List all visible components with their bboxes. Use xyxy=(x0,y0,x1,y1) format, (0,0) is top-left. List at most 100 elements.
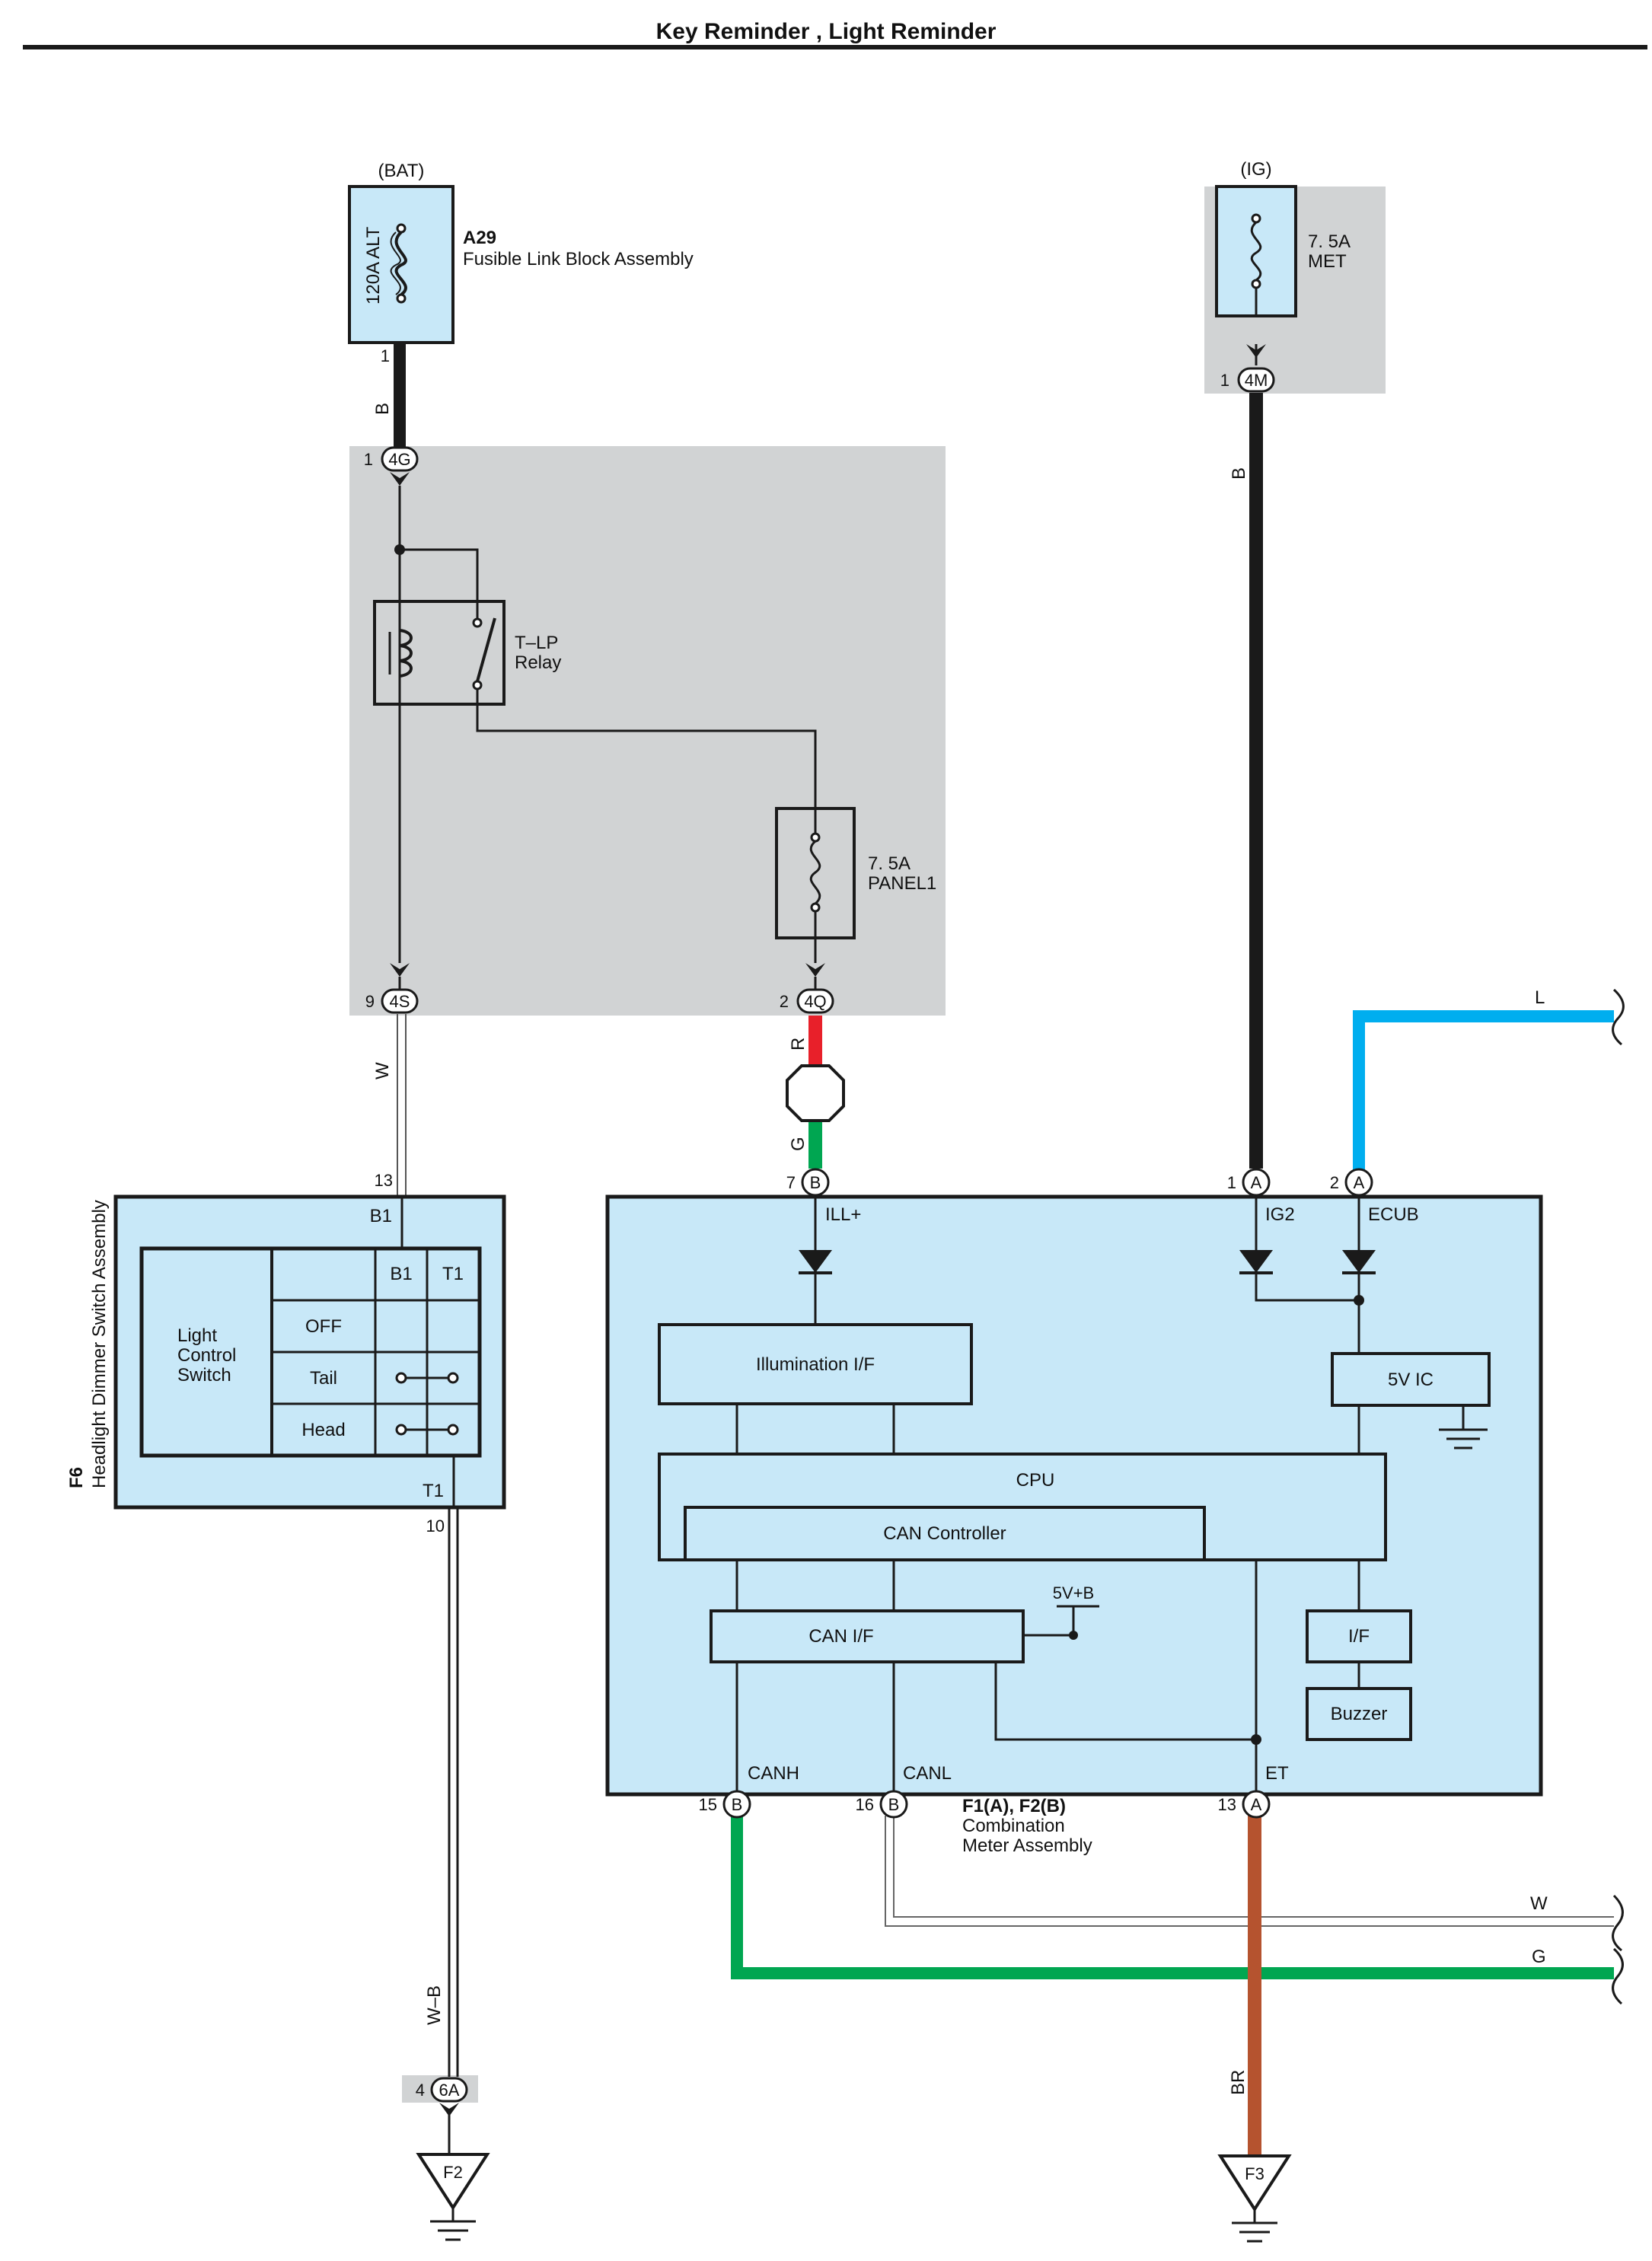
ig-source-label: (IG) xyxy=(1240,159,1271,180)
pin-4s: 9 xyxy=(365,992,375,1011)
wire-relay-switch xyxy=(400,548,479,623)
connector-4g-arrow xyxy=(390,472,410,486)
switch-name-line1: Light xyxy=(177,1325,217,1346)
terminal-ecub: ECUB xyxy=(1368,1204,1419,1225)
diode-ill xyxy=(799,1250,832,1274)
connector-4g-label: 4G xyxy=(388,450,410,469)
wire-label-g-canh: G xyxy=(1532,1947,1546,1967)
pin-b15: 15 xyxy=(699,1795,717,1814)
ic-5v-label: 5V IC xyxy=(1388,1370,1434,1390)
wire-w-canl-b xyxy=(893,1816,1614,1918)
met-fuse-rating: 7. 5A xyxy=(1308,231,1351,252)
connector-4q xyxy=(796,988,834,1014)
wire-break-w xyxy=(1612,1894,1624,1952)
meter-name-line2: Meter Assembly xyxy=(962,1835,1092,1856)
pin-a13: 13 xyxy=(1218,1795,1236,1814)
switch-col-b1: B1 xyxy=(390,1264,412,1284)
ground-symbol-ic xyxy=(1439,1405,1488,1449)
wire-w-canl-a xyxy=(885,1816,1614,1927)
dimmer-term-b1: B1 xyxy=(370,1206,392,1226)
connector-4s-arrow xyxy=(390,963,410,977)
ic-5v-block xyxy=(1331,1352,1491,1407)
wire-label-w-canl: W xyxy=(1530,1893,1548,1914)
meter-wire-merge xyxy=(1255,1279,1359,1302)
relay-name-line1: T–LP xyxy=(515,633,558,653)
switch-pos-off: OFF xyxy=(305,1316,342,1337)
connector-b15-letter: B xyxy=(732,1795,743,1814)
wire-g-canh xyxy=(731,1816,1614,1979)
diode-ecub xyxy=(1342,1250,1376,1274)
connector-a13 xyxy=(1242,1790,1271,1819)
relay-name-line2: Relay xyxy=(515,652,561,673)
met-fuse-name: MET xyxy=(1308,251,1347,272)
connector-4q-label: 4Q xyxy=(804,992,826,1011)
connector-6a-arrow xyxy=(439,2103,459,2116)
connector-b16 xyxy=(879,1790,908,1819)
junction-dot xyxy=(1069,1631,1078,1640)
pin-4q: 2 xyxy=(780,992,789,1011)
fusible-link-rating: 120A ALT xyxy=(363,226,384,305)
meter-name-line1: Combination xyxy=(962,1816,1065,1836)
junction-dot xyxy=(1251,1734,1261,1745)
if-block xyxy=(1306,1609,1412,1663)
supply-5vb-label: 5V+B xyxy=(1053,1583,1094,1602)
ground-f3-label: F3 xyxy=(1245,2164,1265,2183)
terminal-canh: CANH xyxy=(748,1763,799,1784)
switch-pos-head: Head xyxy=(301,1420,345,1440)
fusible-link-name: Fusible Link Block Assembly xyxy=(463,249,694,269)
pin-a1: 1 xyxy=(1227,1173,1236,1192)
connector-b7 xyxy=(801,1168,830,1197)
pin-f6-10: 10 xyxy=(426,1516,445,1536)
connector-4m-label: 4M xyxy=(1245,371,1268,390)
panel1-fuse-symbol xyxy=(809,808,821,938)
illumination-if-label: Illumination I/F xyxy=(756,1354,875,1375)
wire-break-l xyxy=(1612,988,1625,1046)
pin-a2: 2 xyxy=(1330,1173,1339,1192)
pin-4g: 1 xyxy=(364,450,373,469)
meter-code: F1(A), F2(B) xyxy=(962,1796,1066,1816)
dimmer-name: Headlight Dimmer Switch Assembly xyxy=(89,1200,110,1488)
wire-label-l: L xyxy=(1535,987,1545,1008)
wire-label-b-bat: B xyxy=(372,403,393,415)
connector-4m-arrow xyxy=(1246,344,1266,358)
connector-a2 xyxy=(1344,1168,1373,1197)
connector-b7-letter: B xyxy=(810,1173,821,1192)
inline-connector xyxy=(786,1064,845,1122)
tlp-relay xyxy=(373,600,505,706)
connector-a2-letter: A xyxy=(1354,1173,1365,1192)
switch-name-line3: Switch xyxy=(177,1365,231,1386)
connector-b16-letter: B xyxy=(888,1795,900,1814)
can-controller-block xyxy=(684,1506,1206,1561)
pin-b7: 7 xyxy=(786,1173,796,1192)
dimmer-code: F6 xyxy=(66,1467,87,1488)
can-if-block xyxy=(710,1609,1025,1663)
wire-label-g: G xyxy=(788,1137,808,1151)
buzzer-label: Buzzer xyxy=(1331,1704,1388,1724)
terminal-ill: ILL+ xyxy=(825,1204,861,1225)
connector-6a xyxy=(430,2077,468,2103)
wire-l xyxy=(1353,1010,1614,1172)
can-controller-label: CAN Controller xyxy=(883,1523,1006,1544)
pin-4m: 1 xyxy=(1220,371,1229,390)
illumination-if-block xyxy=(658,1323,973,1405)
switch-pos-tail: Tail xyxy=(310,1368,337,1389)
connector-b15 xyxy=(722,1790,751,1819)
connector-6a-label: 6A xyxy=(439,2081,460,2100)
cpu-label: CPU xyxy=(1016,1470,1055,1491)
diode-ig2 xyxy=(1239,1250,1273,1274)
wire-label-br: BR xyxy=(1228,2070,1249,2095)
junction-dot xyxy=(1354,1295,1364,1306)
switch-col-t1: T1 xyxy=(442,1264,464,1284)
title-rule xyxy=(23,45,1647,49)
ground-f2 xyxy=(416,2153,490,2241)
wire-label-r: R xyxy=(788,1038,808,1051)
fusible-link-symbol xyxy=(390,223,407,304)
connector-a1-letter: A xyxy=(1251,1173,1262,1192)
wire-break-g xyxy=(1612,1947,1624,2005)
ground-f3 xyxy=(1217,2154,1292,2243)
meter-wire-canif-et xyxy=(994,1662,1256,1741)
wire-label-wb: W–B xyxy=(424,1985,445,2025)
connector-a1 xyxy=(1242,1168,1271,1197)
panel1-fuse-name: PANEL1 xyxy=(868,873,936,894)
